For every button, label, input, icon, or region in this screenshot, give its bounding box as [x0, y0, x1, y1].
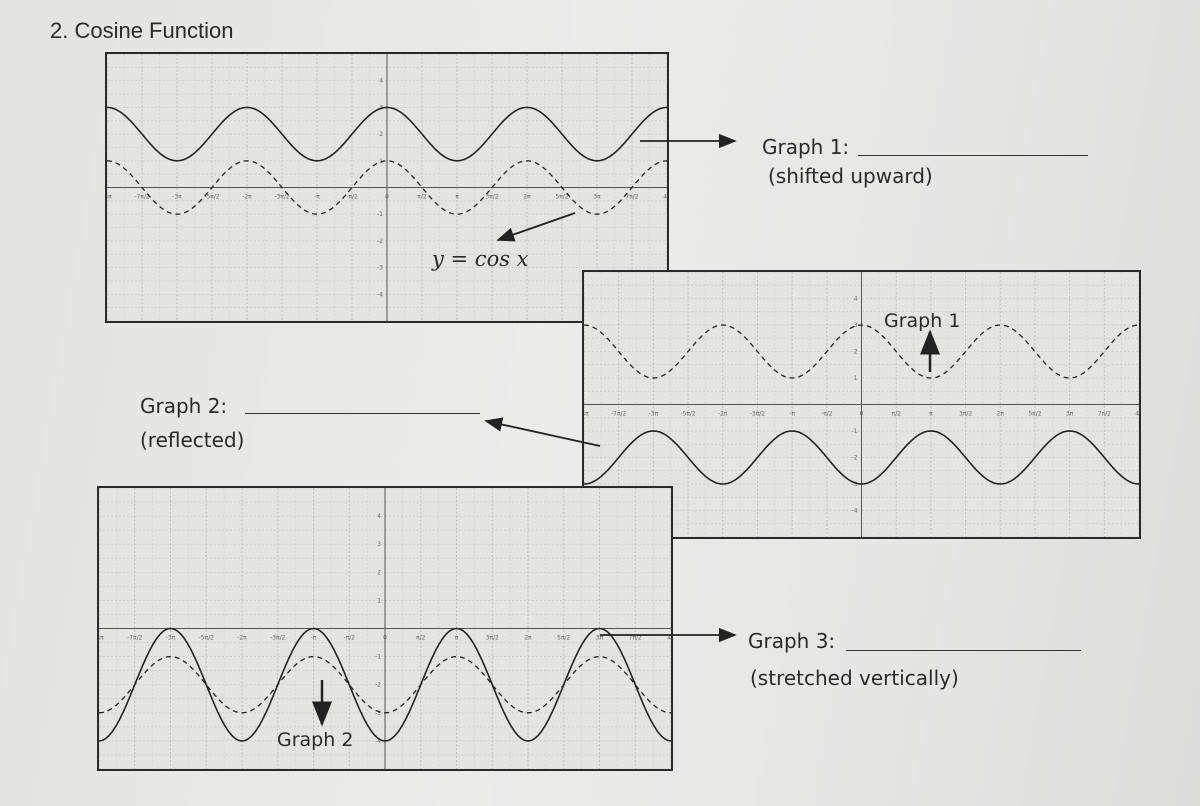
x-tick-label: -7π/2	[134, 193, 150, 200]
x-tick-label: 5π/2	[555, 193, 568, 200]
y-tick-label: 3	[377, 541, 381, 548]
graph-3-answer-blank[interactable]	[846, 650, 1081, 651]
curve-y-cos-x	[107, 160, 667, 215]
x-tick-label: 7π/2	[629, 634, 642, 641]
y-tick-label: -4	[375, 738, 381, 745]
y-tick-label: 2	[377, 569, 381, 576]
inset-graph-2-label: Graph 2	[277, 729, 354, 751]
y-tick-label: -1	[375, 654, 381, 661]
y-tick-label: -4	[852, 507, 858, 514]
x-tick-label: -2π	[237, 634, 247, 641]
graph-2-hint: (reflected)	[140, 428, 245, 452]
y-tick-label: 2	[379, 131, 383, 138]
curve-graph-2	[99, 655, 671, 714]
y-tick-label: -4	[377, 291, 383, 298]
x-tick-label: π/2	[416, 634, 426, 641]
x-tick-label: 3π	[1066, 410, 1074, 417]
graph-3-hint: (stretched vertically)	[750, 666, 959, 690]
y-tick-label: 2	[854, 348, 858, 355]
x-tick-label: 2π	[997, 410, 1005, 417]
graph-1-answer-blank[interactable]	[858, 155, 1088, 156]
x-tick-label: -2π	[718, 410, 728, 417]
y-tick-label: -2	[375, 682, 381, 689]
graph-2-answer-blank[interactable]	[245, 413, 480, 414]
y-tick-label: 1	[377, 597, 381, 604]
x-tick-label: -5π/2	[199, 634, 215, 641]
graph-2-prompt: Graph 2:	[140, 394, 228, 418]
x-tick-label: -3π/2	[750, 410, 766, 417]
x-tick-label: -3π	[166, 634, 176, 641]
x-tick-label: -π/2	[343, 634, 355, 641]
x-tick-label: -π	[314, 193, 320, 200]
x-tick-label: -π/2	[346, 193, 358, 200]
graph-2-plot: -4π -7π/2 -3π -5π/2 -2π -3π/2 -π -π/2 0 π/2 π 3π/2 2…	[584, 272, 1139, 537]
y-tick-label: 4	[379, 78, 383, 85]
x-tick-label: 7π/2	[625, 193, 638, 200]
graph-2-panel: -4π -7π/2 -3π -5π/2 -2π -3π/2 -π -π/2 0 π/2 π 3π/2 2…	[582, 270, 1141, 539]
x-tick-label: 2π	[523, 193, 531, 200]
x-tick-label: -4π	[584, 410, 589, 417]
x-tick-label: 5π/2	[1028, 410, 1041, 417]
curve-graph-1	[107, 106, 667, 162]
x-tick-label: 4π	[663, 193, 667, 200]
x-tick-label: 0	[383, 634, 387, 641]
y-tick-label: -3	[852, 481, 858, 488]
x-tick-label: 3π	[596, 634, 604, 641]
y-tick-label: -1	[377, 211, 383, 218]
x-tick-label: 4π	[1135, 410, 1139, 417]
graph-3-plot: -4π -7π/2 -3π -5π/2 -2π -3π/2 -π -π/2 0 π/2 π 3π/2 2…	[99, 488, 671, 769]
x-tick-label: -4π	[99, 634, 104, 641]
y-tick-label: -2	[377, 238, 383, 245]
y-tick-label: -1	[852, 428, 858, 435]
x-tick-label: π/2	[417, 193, 427, 200]
x-tick-label: 3π/2	[485, 193, 498, 200]
x-tick-label: 3π/2	[959, 410, 972, 417]
y-tick-label: -3	[375, 710, 381, 717]
y-tick-label: -3	[377, 265, 383, 272]
x-tick-label: -3π	[649, 410, 659, 417]
x-tick-label: 4π	[667, 634, 671, 641]
curve-graph-3	[99, 627, 671, 742]
x-tick-label: -π	[311, 634, 317, 641]
x-tick-label: -5π/2	[204, 193, 220, 200]
x-tick-label: π	[455, 634, 459, 641]
x-tick-label: -5π/2	[680, 410, 696, 417]
x-tick-label: -7π/2	[611, 410, 627, 417]
y-tick-label: -2	[852, 454, 858, 461]
x-tick-label: -3π/2	[274, 193, 290, 200]
graph-3-panel: -4π -7π/2 -3π -5π/2 -2π -3π/2 -π -π/2 0 π/2 π 3π/2 2…	[97, 486, 673, 771]
x-tick-label: 3π	[593, 193, 601, 200]
x-tick-label: 5π/2	[557, 634, 570, 641]
x-tick-label: -3π/2	[270, 634, 286, 641]
graph-1-prompt: Graph 1:	[762, 135, 850, 159]
x-tick-label: -π	[789, 410, 795, 417]
x-tick-label: 7π/2	[1098, 410, 1111, 417]
x-tick-label: π	[929, 410, 933, 417]
graph-3-prompt: Graph 3:	[748, 629, 836, 653]
section-title: 2. Cosine Function	[50, 18, 234, 43]
x-tick-label: -3π	[172, 193, 182, 200]
y-tick-label: 4	[854, 295, 858, 302]
x-tick-label: -π/2	[821, 410, 833, 417]
parent-function-label: y = cos x	[432, 247, 529, 271]
x-tick-label: -7π/2	[127, 634, 143, 641]
x-tick-label: 0	[385, 193, 389, 200]
curve-graph-1	[584, 324, 1139, 379]
curve-graph-2	[584, 430, 1139, 485]
y-tick-label: 3	[854, 322, 858, 329]
x-tick-label: 0	[860, 410, 864, 417]
inset-graph-1-label: Graph 1	[884, 310, 961, 332]
y-tick-label: 4	[377, 513, 381, 520]
x-tick-label: -4π	[107, 193, 112, 200]
x-tick-label: -2π	[242, 193, 252, 200]
y-tick-label: 1	[854, 375, 858, 382]
x-tick-label: 2π	[524, 634, 532, 641]
graph-1-hint: (shifted upward)	[768, 164, 933, 188]
x-tick-label: π	[455, 193, 459, 200]
x-tick-label: π/2	[892, 410, 902, 417]
x-tick-label: 3π/2	[486, 634, 499, 641]
